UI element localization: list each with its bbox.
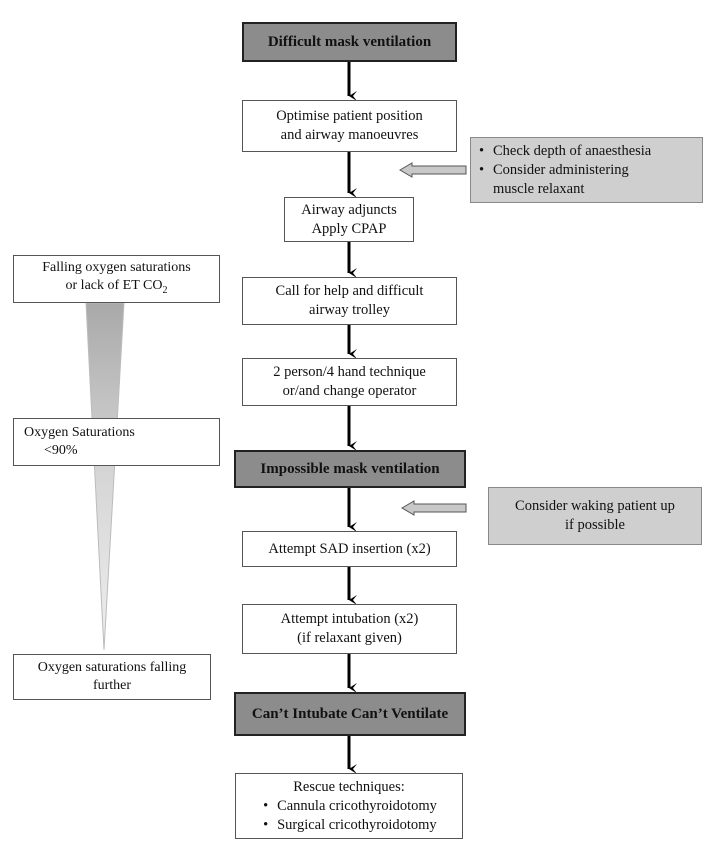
falling-line-2-text: or lack of ET CO — [65, 277, 163, 293]
saturations-below-90-box: Oxygen Saturations <90% — [13, 418, 220, 466]
saturations-falling-further-box: Oxygen saturations falling further — [13, 654, 211, 700]
rescue-list: Cannula cricothyroidotomy Surgical crico… — [261, 797, 437, 835]
call-help-line-2: airway trolley — [309, 302, 390, 318]
intubation-line-1: Attempt intubation (x2) — [280, 611, 419, 627]
wake-line-2: if possible — [564, 517, 625, 533]
impossible-mask-label: Impossible mask ventilation — [260, 460, 440, 477]
sad-insertion-box: Attempt SAD insertion (x2) — [242, 531, 457, 567]
depth-note-list: Check depth of anaesthesia Consider admi… — [477, 142, 673, 199]
rescue-item: Surgical cricothyroidotomy — [261, 816, 437, 835]
optimise-line-2: and airway manoeuvres — [280, 127, 419, 143]
difficult-mask-label: Difficult mask ventilation — [267, 33, 432, 50]
call-for-help-box: Call for help and difficult airway troll… — [242, 277, 457, 325]
cicv-box: Can’t Intubate Can’t Ventilate — [234, 692, 466, 736]
adjuncts-line-2: Apply CPAP — [311, 220, 387, 237]
wake-patient-note: Consider waking patient up if possible — [488, 487, 702, 545]
airway-adjuncts-box: Airway adjuncts Apply CPAP — [284, 197, 414, 242]
impossible-mask-ventilation-box: Impossible mask ventilation — [234, 450, 466, 488]
cicv-label: Can’t Intubate Can’t Ventilate — [251, 705, 449, 722]
call-help-line-1: Call for help and difficult — [275, 283, 424, 299]
falling-line-1: Falling oxygen saturations — [42, 259, 191, 275]
wake-line-1: Consider waking patient up — [515, 498, 675, 514]
rescue-title: Rescue techniques: — [293, 778, 405, 795]
side-arrow-depth — [399, 162, 467, 178]
rescue-techniques-box: Rescue techniques: Cannula cricothyroido… — [235, 773, 463, 839]
two-person-line-1: 2 person/4 hand technique — [273, 364, 426, 380]
optimise-position-box: Optimise patient position and airway man… — [242, 100, 457, 152]
falling-line-2: or lack of ET CO2 — [66, 277, 168, 300]
two-person-line-2: or/and change operator — [282, 383, 417, 399]
intubation-line-2: (if relaxant given) — [297, 630, 402, 646]
two-person-technique-box: 2 person/4 hand technique or/and change … — [242, 358, 457, 406]
depth-note-item: Consider administering muscle relaxant — [477, 161, 673, 199]
below90-line-1: Oxygen Saturations — [24, 425, 135, 440]
depth-note-item: Check depth of anaesthesia — [477, 142, 673, 161]
saturation-wedge — [85, 302, 125, 651]
depth-of-anaesthesia-note: Check depth of anaesthesia Consider admi… — [470, 137, 703, 203]
side-arrow-wake — [401, 500, 467, 516]
falling-saturations-box: Falling oxygen saturations or lack of ET… — [13, 255, 220, 303]
sad-label: Attempt SAD insertion (x2) — [268, 540, 431, 557]
optimise-line-1: Optimise patient position — [276, 108, 423, 124]
difficult-mask-ventilation-box: Difficult mask ventilation — [242, 22, 457, 62]
further-line-2: further — [92, 678, 132, 693]
below90-line-2: <90% — [44, 443, 78, 458]
intubation-box: Attempt intubation (x2) (if relaxant giv… — [242, 604, 457, 654]
adjuncts-line-1: Airway adjuncts — [301, 201, 397, 218]
co2-subscript: 2 — [162, 284, 168, 296]
rescue-item: Cannula cricothyroidotomy — [261, 797, 437, 816]
further-line-1: Oxygen saturations falling — [37, 660, 187, 675]
